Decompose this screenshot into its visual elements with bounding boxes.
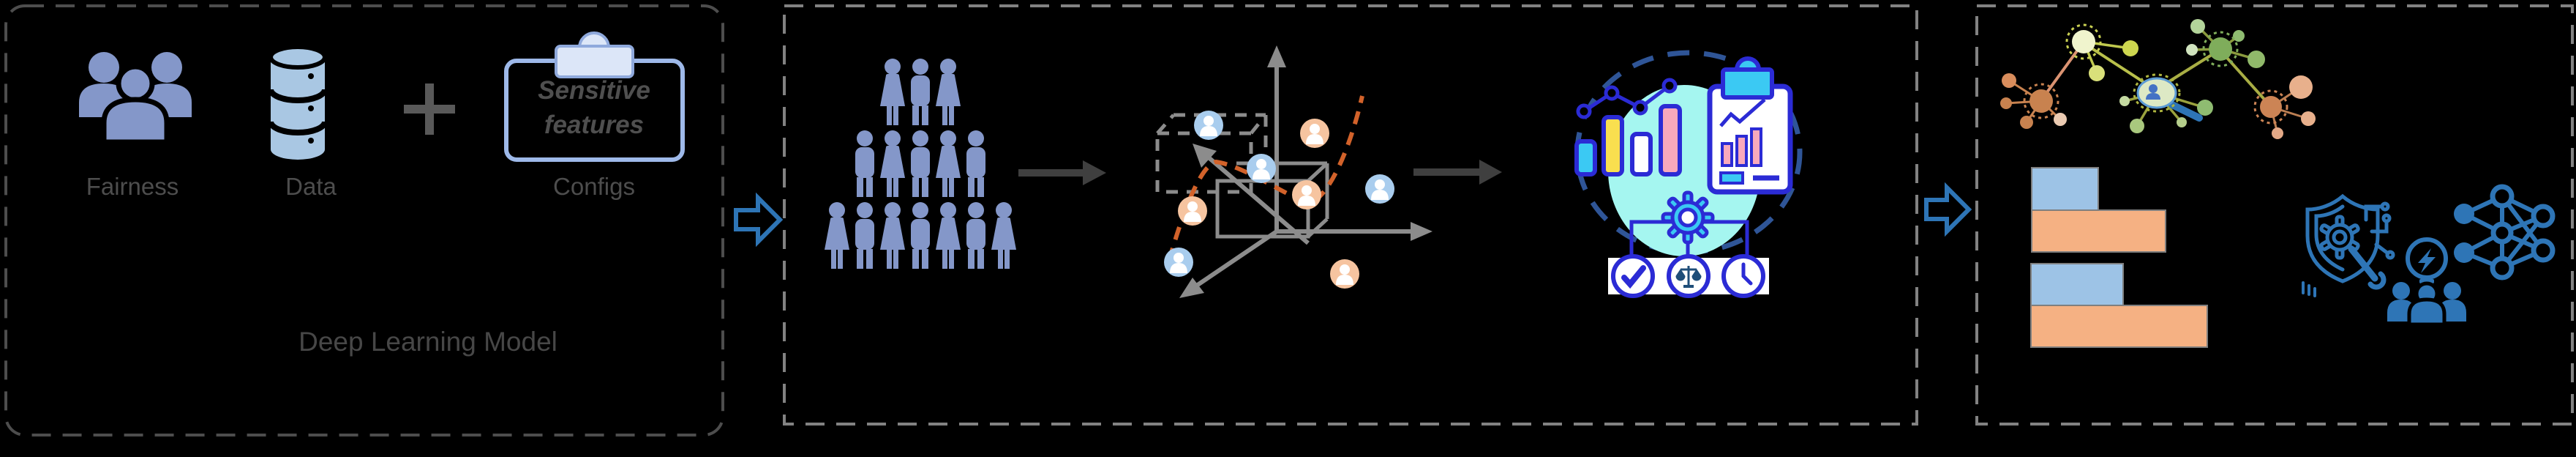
clipboard-icon [504,31,685,162]
trend-curve [1167,95,1364,261]
person-woman [936,202,961,269]
person-woman [825,202,849,269]
cluster-orange-left [2000,73,2067,129]
3d-scatter-icon [1155,45,1432,298]
bar-g1-blue [2031,167,2099,211]
scatter-points [1164,111,1394,289]
plus-icon [404,83,455,135]
scatter-avatar-orange [1178,196,1207,226]
block-arrow-icon-2 [1924,182,1972,237]
scatter-avatar-blue [1194,111,1223,140]
lightbulb-icon [2406,237,2448,280]
check-circle-icon [1611,254,1655,298]
cluster-magnifier [2119,73,2213,133]
neural-network-icon [2454,184,2556,280]
bar-g2-blue [2030,263,2124,306]
mini-bar-chart [1574,104,1682,177]
report-clipboard [1707,56,1793,195]
magnifier-handle [2168,101,2203,122]
clock-circle-icon [1721,254,1765,298]
gear-icon [1661,190,1715,245]
scatter-avatar-blue [1365,174,1394,204]
person-man [855,202,874,269]
block-arrow-icon-1 [734,192,784,248]
configs-label: Configs [553,173,635,200]
team-silhouettes [2387,281,2466,327]
person-man [911,130,930,197]
shield-security-icon [2302,193,2395,297]
scatter-avatar-blue [1164,248,1193,277]
person-man [911,202,930,269]
cluster-yellow [2065,23,2138,81]
bar-g2-orange [2030,305,2208,348]
hub-edges [2043,45,2268,103]
deep-learning-model-caption: Deep Learning Model [298,327,557,357]
panel-insights-border [1975,4,2574,426]
person-woman [880,202,905,269]
flow-arrow-1 [1018,160,1106,185]
mini-line-chart [1576,78,1678,119]
crowd-icon [825,59,1016,269]
scatter-avatar-orange [1300,119,1329,148]
fairness-label: Fairness [86,173,179,200]
person-woman [880,130,905,197]
person-man [966,130,985,197]
flow-arrow-2 [1413,160,1502,185]
person-woman [880,59,905,125]
data-label: Data [285,173,337,200]
person-woman [936,59,961,125]
scatter-avatar-orange [1330,259,1359,289]
scatter-avatar-blue [1247,154,1276,183]
grouped-bar-chart [2030,167,2208,348]
panel-inputs-border [4,4,724,436]
bar-g1-orange [2031,209,2166,253]
person-woman [991,202,1016,269]
cluster-orange-right [2253,75,2316,139]
person-man [911,59,930,125]
person-woman [936,130,961,197]
scatter-avatar-orange [1292,180,1321,209]
panel-testing-border [783,4,1918,426]
cluster-green [2186,19,2265,68]
axes [1179,45,1432,298]
scales-circle-icon [1667,254,1711,298]
person-man [855,130,874,197]
evaluation-dashboard-icon [1574,50,1803,298]
network-graph-icon [2000,19,2316,139]
sensitive-features-text: Sensitive features [538,76,650,139]
database-icon [268,45,328,160]
team-idea-icon [2387,237,2466,327]
people-group-icon [79,52,192,145]
person-man [966,202,985,269]
